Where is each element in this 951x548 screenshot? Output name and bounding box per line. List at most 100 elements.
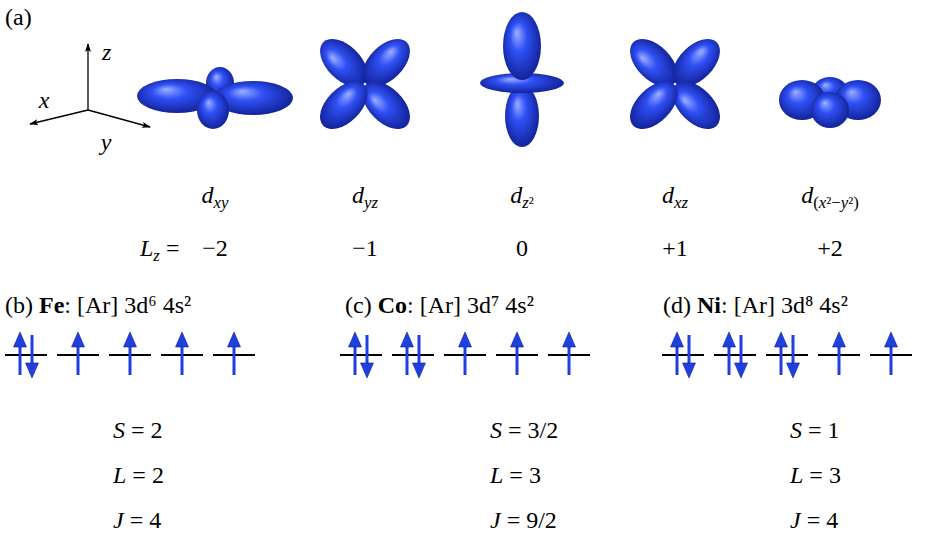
orbital-value: L = 2	[113, 461, 164, 490]
orbital-levels	[5, 354, 912, 356]
text-run: xz	[674, 193, 688, 212]
text-run: d	[662, 182, 674, 208]
orbital-level	[392, 354, 434, 356]
spin-down-arrow	[787, 335, 800, 378]
text-run: J	[790, 507, 801, 533]
spin-down-arrow	[735, 335, 748, 378]
text-run: =	[160, 235, 180, 261]
text-run: Co	[378, 292, 407, 318]
spin-value: S = 2	[113, 416, 163, 445]
text-run: Fe	[39, 292, 64, 318]
text-run: y	[841, 193, 848, 212]
orbital-level	[766, 354, 808, 356]
text-run: +2	[817, 235, 843, 261]
orbital-lobe	[621, 73, 686, 138]
spin-up-arrow	[723, 332, 736, 375]
orbital-lobe	[505, 85, 539, 147]
text-run: ²)	[848, 193, 859, 212]
text-run: L	[113, 462, 126, 488]
total-value: J = 4	[790, 506, 838, 535]
orbital-lobe	[311, 73, 376, 138]
orbital-name: dxz	[662, 181, 688, 210]
text-run: z	[102, 39, 111, 65]
spin-up-arrow	[124, 332, 137, 375]
total-value: J = 4	[113, 506, 161, 535]
quantum-value: −1	[352, 234, 378, 263]
spin-up-arrow	[671, 332, 684, 375]
axis-label: x	[39, 86, 50, 115]
spin-up-arrow	[563, 332, 576, 375]
text-run: x	[819, 193, 826, 212]
text-run: = 3/2	[502, 417, 558, 443]
text-run: d	[352, 182, 364, 208]
orbital-dxy	[137, 67, 293, 129]
text-run: = 4	[801, 507, 839, 533]
spin-up-arrow	[833, 332, 846, 375]
quantum-value: 0	[516, 234, 528, 263]
spin-up-arrow	[176, 332, 189, 375]
text-run: L	[140, 235, 153, 261]
text-run: x	[39, 87, 50, 113]
quantum-value: +1	[662, 234, 688, 263]
text-run: 0	[516, 235, 528, 261]
text-run: = 2	[126, 462, 164, 488]
orbital-dx2y2	[779, 77, 881, 128]
orbital-name: dyz	[352, 181, 378, 210]
text-run: : [Ar] 3d⁸ 4s²	[721, 292, 848, 318]
spin-up-arrow	[349, 332, 362, 375]
quantum-label: Lz =	[140, 234, 179, 263]
text-run: L	[790, 462, 803, 488]
text-run: d	[801, 182, 813, 208]
spin-up-arrow	[228, 332, 241, 375]
orbital-level	[5, 354, 47, 356]
element-config: (d) Ni: [Ar] 3d⁸ 4s²	[663, 291, 848, 320]
text-run: ²	[529, 193, 534, 212]
text-run: d	[510, 182, 522, 208]
orbital-level	[714, 354, 756, 356]
text-run: −1	[352, 235, 378, 261]
y-axis	[88, 110, 150, 127]
spin-value: S = 3/2	[490, 416, 558, 445]
text-run: (c)	[345, 292, 378, 318]
orbital-name: dxy	[202, 181, 229, 210]
quantum-value: +2	[817, 234, 843, 263]
axis-label: z	[102, 38, 111, 67]
spin-down-arrow	[413, 335, 426, 378]
text-run: z	[522, 193, 529, 212]
text-run: J	[490, 507, 501, 533]
text-run: (a)	[5, 4, 32, 30]
orbital-lobe	[503, 12, 541, 80]
orbital-value: L = 3	[490, 461, 541, 490]
total-value: J = 9/2	[490, 506, 557, 535]
text-run: d	[202, 182, 214, 208]
orbital-level	[662, 354, 704, 356]
z-axis	[87, 44, 88, 110]
panel-letter: (a)	[5, 3, 32, 32]
text-run: Ni	[697, 292, 721, 318]
spin-up-arrow	[459, 332, 472, 375]
text-run: −2	[202, 235, 228, 261]
text-run: : [Ar] 3d⁷ 4s²	[407, 292, 534, 318]
element-config: (c) Co: [Ar] 3d⁷ 4s²	[345, 291, 534, 320]
text-run: (d)	[663, 292, 697, 318]
orbital-lobe	[811, 92, 849, 128]
orbital-dyz	[311, 30, 418, 137]
orbital-name: d(x²−y²)	[801, 181, 859, 210]
text-run: z	[153, 246, 160, 265]
text-run: +1	[662, 235, 688, 261]
orbital-lobe	[197, 91, 229, 129]
spin-up-arrow	[72, 332, 85, 375]
spin-value: S = 1	[790, 416, 840, 445]
text-run: = 1	[802, 417, 840, 443]
quantum-value: −2	[202, 234, 228, 263]
axis-label: y	[101, 128, 112, 157]
text-run: = 3	[803, 462, 841, 488]
text-run: (b)	[5, 292, 39, 318]
spin-down-arrow	[26, 335, 39, 378]
orbital-dz2	[480, 12, 564, 147]
text-run: yz	[364, 193, 378, 212]
spin-up-arrow	[775, 332, 788, 375]
text-run: S	[790, 417, 802, 443]
text-run: xy	[214, 193, 229, 212]
